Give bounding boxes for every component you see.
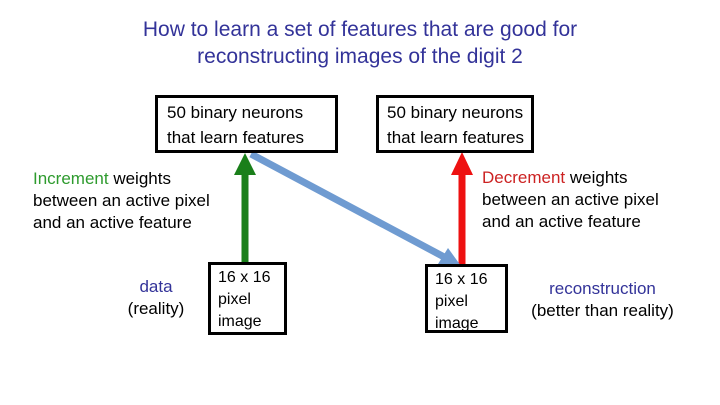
pixel-left-line2: pixel [218,291,251,308]
reconstruction-caption-sub: (better than reality) [531,301,674,320]
reconstruction-caption: reconstruction (better than reality) [510,278,695,322]
feature-neurons-box-left: 50 binary neurons that learn features [155,95,338,153]
increment-note: Increment weights between an active pixe… [33,168,210,234]
increment-arrow [234,153,256,262]
feature-neurons-right-line1: 50 binary neurons [387,103,524,122]
pixel-right-line1: 16 x 16 [435,271,488,288]
slide-title-line2: reconstructing images of the digit 2 [197,45,523,68]
data-caption-sub: (reality) [127,299,185,318]
slide-title: How to learn a set of features that are … [0,16,720,70]
decrement-note: Decrement weights between an active pixe… [482,167,659,233]
pixel-right-line2: pixel [435,293,468,310]
pixel-image-box-left: 16 x 16 pixel image [208,262,287,335]
increment-rest: weights [108,169,171,188]
decrement-arrow [451,152,473,264]
pixel-image-box-right: 16 x 16 pixel image [425,264,508,333]
feature-neurons-left-line1: 50 binary neurons [167,103,304,122]
pixel-right-line3: image [435,315,479,332]
increment-note-line3: and an active feature [33,213,192,232]
reconstruction-arrow [249,150,461,266]
decrement-note-line1: Decrement weights [482,167,659,189]
increment-note-line2: between an active pixel [33,191,210,210]
pixel-left-line3: image [218,313,262,330]
slide-title-line1: How to learn a set of features that are … [142,18,578,41]
decrement-note-line2: between an active pixel [482,190,659,209]
decrement-note-line3: and an active feature [482,212,641,231]
increment-note-line1: Increment weights [33,168,210,190]
data-caption: data (reality) [110,276,202,320]
feature-neurons-box-right: 50 binary neurons that learn features [376,95,534,153]
feature-neurons-right-line2: that learn features [387,128,525,147]
decrement-rest: weights [565,168,628,187]
reconstruction-caption-title: reconstruction [549,279,656,298]
pixel-left-line1: 16 x 16 [218,269,271,286]
decrement-keyword: Decrement [482,168,566,187]
increment-keyword: Increment [33,169,109,188]
feature-neurons-left-line2: that learn features [167,128,305,147]
data-caption-title: data [139,277,173,296]
